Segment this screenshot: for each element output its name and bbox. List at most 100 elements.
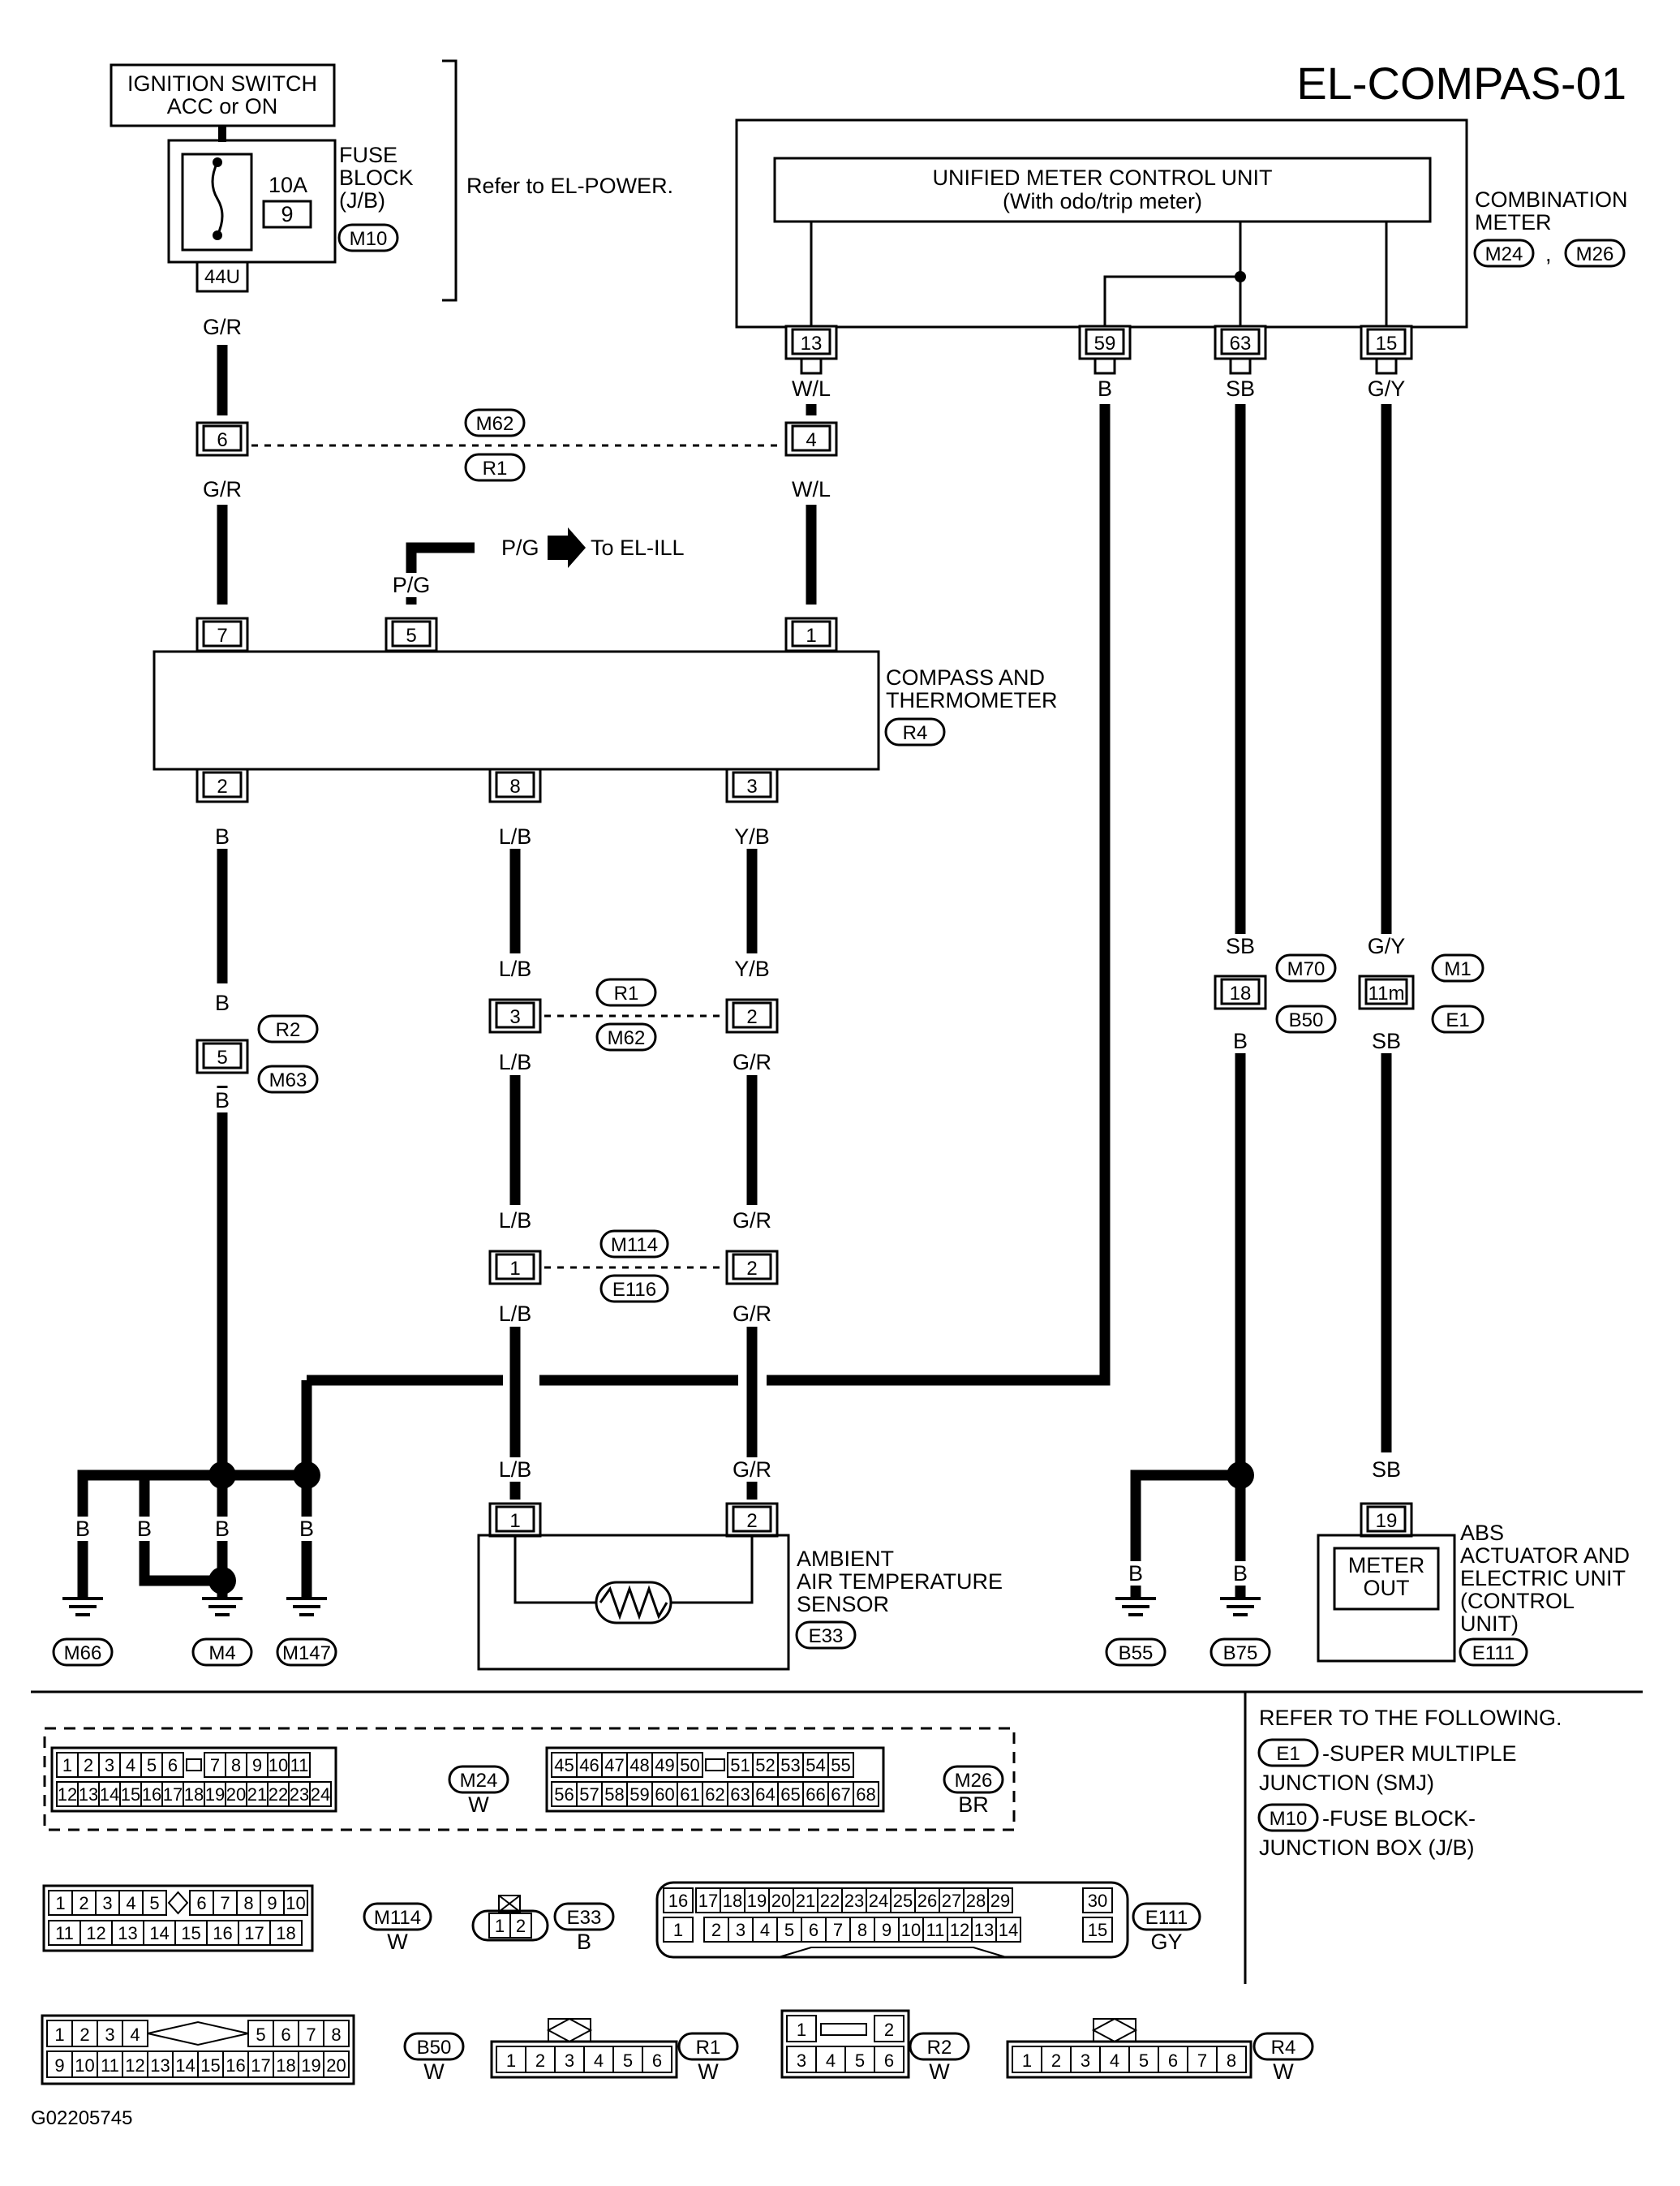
face-tag-B50: B50 <box>403 2032 465 2061</box>
m24-pin-22: 22 <box>269 1784 288 1805</box>
b50-pin-15: 15 <box>200 2055 220 2076</box>
ambient-label-1: AMBIENT <box>797 1547 894 1571</box>
wire-label-5: SB <box>1226 377 1255 401</box>
ignition-switch: IGNITION SWITCH ACC or ON <box>110 63 336 127</box>
r4-pin-4: 4 <box>1110 2050 1119 2071</box>
e111a-pin-16: 16 <box>668 1891 688 1911</box>
m114-pin-16: 16 <box>213 1923 232 1943</box>
conn-tag-m24: M24 <box>1473 239 1535 268</box>
r4-pin-7: 7 <box>1197 2050 1207 2071</box>
refer-e1-text-2: JUNCTION (SMJ) <box>1259 1771 1434 1795</box>
m26-pin-65: 65 <box>780 1784 800 1805</box>
compass-unit-box <box>153 650 880 771</box>
b50-pin-16: 16 <box>226 2055 245 2076</box>
m114-pin-1: 1 <box>55 1893 65 1913</box>
refer-m10-tag: M10 <box>1257 1803 1319 1832</box>
junction-pin-5-label: 5 <box>217 1047 227 1069</box>
ground-B75: B75 <box>1210 1597 1271 1667</box>
face-tag-R1: R1 <box>677 2032 739 2061</box>
r2-pin-5: 5 <box>855 2050 865 2071</box>
to-ill-wire: P/G <box>501 536 539 560</box>
m24-pin-17: 17 <box>163 1784 183 1805</box>
meter-pin-59: 59 <box>1078 325 1132 360</box>
tag-e116: E116 <box>599 1274 669 1303</box>
fuse-terminal: 44U <box>204 266 240 288</box>
refer-m10-text: -FUSE BLOCK- <box>1322 1806 1476 1831</box>
compass-label-2: THERMOMETER <box>886 688 1058 712</box>
e111-pin-13: 13 <box>974 1920 994 1940</box>
e111-pin-9: 9 <box>882 1920 892 1940</box>
dashed-junction-lines <box>251 444 783 1269</box>
b50-pin-9: 9 <box>54 2055 64 2076</box>
fuse-block: 10A 9 44U <box>167 139 337 293</box>
abs-meter-out-1: METER <box>1348 1553 1425 1577</box>
r1-pin-6: 6 <box>652 2050 662 2071</box>
face-tag-R1-label: R1 <box>696 2037 721 2059</box>
m26-pin-51: 51 <box>730 1755 750 1775</box>
face-color-R4: W <box>1273 2059 1294 2084</box>
sensor-pin-2: 2 <box>725 1502 779 1538</box>
m26-pin-45: 45 <box>554 1755 574 1775</box>
m26-pin-61: 61 <box>680 1784 699 1805</box>
b50-pin-8: 8 <box>331 2025 341 2045</box>
compass-top-pin-7-label: 7 <box>217 625 227 647</box>
wire-label-13: L/B <box>499 957 532 981</box>
m24-pin-16: 16 <box>142 1784 161 1805</box>
r1-pin-5: 5 <box>623 2050 633 2071</box>
meter-pin-59-label: 59 <box>1094 333 1116 355</box>
e111-pin-8: 8 <box>857 1920 867 1940</box>
diagram-title: EL-COMPAS-01 <box>1296 58 1626 109</box>
meter-pin-13-label: 13 <box>801 333 823 355</box>
meter-pin-63: 63 <box>1214 325 1267 360</box>
m26-pin-63: 63 <box>730 1784 750 1805</box>
face-tag-M114-label: M114 <box>374 1907 421 1929</box>
m114-pin-7: 7 <box>220 1893 230 1913</box>
r4-pin-5: 5 <box>1139 2050 1149 2071</box>
face-color-M26: BR <box>958 1792 989 1817</box>
abs-label-4: (CONTROL <box>1460 1589 1575 1613</box>
umcu-label-2: (With odo/trip meter) <box>1003 189 1202 213</box>
b50-pin-18: 18 <box>276 2055 295 2076</box>
e111-pin-22: 22 <box>820 1891 840 1911</box>
svg-text:M10: M10 <box>350 228 388 250</box>
tag-m1-label: M1 <box>1444 958 1471 980</box>
compass-bottom-pin-2: 2 <box>195 768 249 803</box>
tag-m114: M114 <box>599 1229 669 1259</box>
m24-pin-3: 3 <box>105 1755 114 1775</box>
face-tag-M26-label: M26 <box>955 1770 993 1792</box>
wire-label-28: B <box>75 1517 90 1541</box>
abs-unit-box <box>1317 1534 1456 1663</box>
m24-pin-11: 11 <box>290 1755 309 1775</box>
junction-pin-18-label: 18 <box>1230 983 1252 1005</box>
compass-top-pin-1: 1 <box>784 617 838 652</box>
wire-label-16: G/R <box>733 1050 771 1074</box>
face-tag-E33: E33 <box>553 1902 615 1931</box>
m24-pin-23: 23 <box>290 1784 309 1805</box>
e111-pin-19: 19 <box>747 1891 767 1911</box>
tag-m63-label: M63 <box>269 1069 307 1091</box>
wire-label-12: B <box>215 1088 230 1112</box>
tag-m62-a: M62 <box>464 408 526 437</box>
e111-pin-12: 12 <box>950 1920 969 1940</box>
wire-label-33: B <box>1233 1561 1248 1586</box>
abs-pin-19-label: 19 <box>1376 1510 1398 1532</box>
thermistor-icon <box>595 1581 672 1624</box>
r1-pin-3: 3 <box>565 2050 574 2071</box>
m24-pin-14: 14 <box>100 1784 119 1805</box>
ground-tag-B75: B75 <box>1210 1637 1271 1667</box>
m114-pin-5: 5 <box>149 1893 159 1913</box>
e111-pin-14: 14 <box>999 1920 1018 1940</box>
meter-pin-63-label: 63 <box>1230 333 1252 355</box>
tag-m62-b: M62 <box>595 1022 657 1052</box>
m26-pin-57: 57 <box>579 1784 599 1805</box>
ground-B55: B55 <box>1105 1597 1167 1667</box>
wire-label-19: L/B <box>499 1302 532 1326</box>
e111-pin-29: 29 <box>990 1891 1010 1911</box>
refer-power-text: Refer to EL-POWER. <box>466 174 673 198</box>
e111-pin-20: 20 <box>771 1891 791 1911</box>
junction-pin-3-label: 3 <box>509 1006 520 1028</box>
meter-splice <box>1235 271 1246 282</box>
m114-pin-9: 9 <box>267 1893 277 1913</box>
e111-pin-28: 28 <box>966 1891 986 1911</box>
